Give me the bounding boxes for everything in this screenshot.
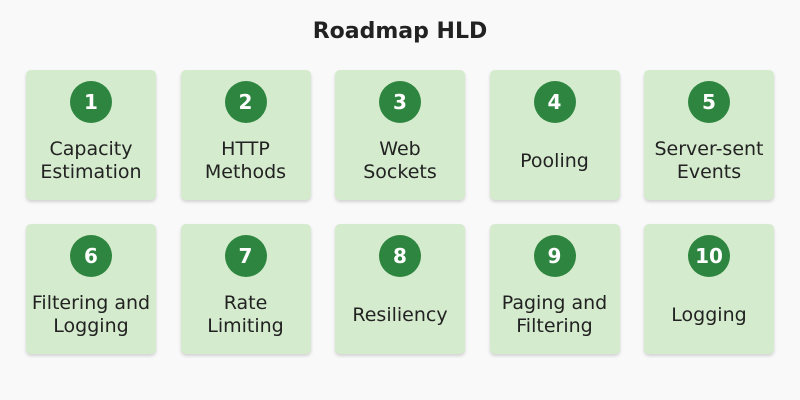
roadmap-step-card: 2 HTTP Methods	[180, 70, 311, 200]
step-label: Web Sockets	[363, 138, 437, 183]
step-number-badge: 2	[224, 81, 267, 123]
page-title: Roadmap HLD	[312, 19, 488, 44]
roadmap-step-card: 8 Resiliency	[335, 224, 465, 354]
roadmap-step-card: 5 Server-sent Events	[644, 70, 774, 200]
step-label: Pooling	[520, 149, 589, 172]
step-label-box: Filtering and Logging	[26, 284, 156, 346]
step-label-box: Pooling	[490, 130, 620, 192]
step-number-badge: 3	[379, 81, 421, 123]
roadmap-step-card: 10 Logging	[644, 224, 774, 354]
step-label-box: Server-sent Events	[644, 130, 774, 192]
roadmap-step-card: 7 Rate Limiting	[180, 224, 311, 354]
step-number-badge: 4	[533, 81, 576, 123]
step-label: Server-sent Events	[654, 138, 764, 183]
step-label: Filtering and Logging	[31, 292, 151, 337]
roadmap-step-card: 4 Pooling	[489, 70, 620, 200]
step-number-badge: 5	[688, 81, 730, 123]
roadmap-step-card: 3 Web Sockets	[335, 70, 465, 200]
step-label-box: Web Sockets	[335, 130, 465, 192]
step-label: Rate Limiting	[207, 292, 284, 337]
step-label-box: Capacity Estimation	[26, 130, 156, 192]
roadmap-step-card: 1 Capacity Estimation	[26, 70, 156, 200]
step-number-badge: 8	[379, 235, 421, 277]
step-label-box: Rate Limiting	[181, 284, 311, 346]
roadmap-step-card: 6 Filtering and Logging	[26, 224, 156, 354]
step-number-badge: 9	[533, 235, 576, 277]
roadmap-step-card: 9 Paging and Filtering	[489, 224, 620, 354]
step-number-badge: 1	[70, 81, 112, 123]
step-label: Resiliency	[352, 303, 448, 326]
step-label: HTTP Methods	[204, 138, 287, 183]
step-number-badge: 10	[688, 235, 730, 277]
step-label-box: Resiliency	[335, 284, 465, 346]
step-label: Logging	[671, 303, 747, 326]
step-number-badge: 6	[70, 235, 112, 277]
step-number-badge: 7	[224, 235, 267, 277]
roadmap-grid: 1 Capacity Estimation 2 HTTP Methods 3 W…	[26, 70, 774, 354]
step-label: Capacity Estimation	[40, 138, 142, 183]
step-label: Paging and Filtering	[501, 292, 608, 337]
step-label-box: Logging	[644, 284, 774, 346]
step-label-box: Paging and Filtering	[490, 284, 620, 346]
step-label-box: HTTP Methods	[181, 130, 311, 192]
